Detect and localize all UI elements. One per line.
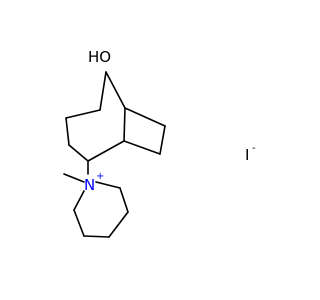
bond-c6-c5 [123,140,161,155]
bond-c2p-c3p [119,187,129,213]
bond-c3-c2 [65,117,70,146]
bond-c2-c1 [65,109,101,119]
bond-c8-c5 [99,71,107,111]
bond-c6p-n [73,190,85,211]
bond-c4p-c5p [83,235,110,238]
bond-n-methyl [63,173,85,183]
bond-c8-c1 [105,71,126,109]
iodide-charge: - [252,143,256,154]
bond-n-c2p [95,181,121,189]
bond-c5-c4 [87,140,125,162]
bond-c7-c6 [159,125,166,155]
bond-c1-c5 [123,107,126,142]
chemical-structure-diagram: HO N + I - [63,48,256,238]
hydroxyl-label: HO [88,48,111,66]
nitrogen-label: N [84,176,95,194]
nitrogen-charge: + [96,171,104,182]
iodide-label: I [245,146,249,164]
bond-c3p-c4p [108,211,129,238]
bond-c4-c3 [68,144,89,162]
bond-c1-c7 [124,107,166,127]
bond-c5p-c6p [73,209,85,237]
molecule-drawing: HO N + I - [63,48,256,238]
